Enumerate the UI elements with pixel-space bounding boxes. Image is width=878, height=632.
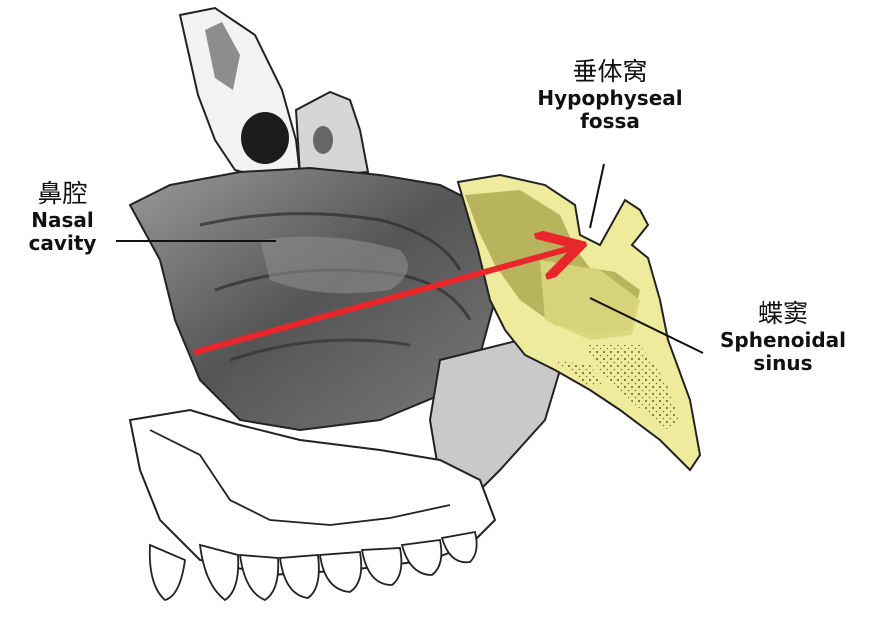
sphenoidal-sinus-pointer — [589, 297, 704, 354]
hypophyseal-fossa-pointer — [589, 163, 605, 229]
teeth — [148, 530, 478, 602]
nasal-cavity-en-2: cavity — [28, 230, 97, 255]
nasal-cavity-label: 鼻腔 Nasal cavity — [10, 179, 115, 255]
sphenoidal-sinus-label: 蝶窦 Sphenoidal sinus — [698, 299, 868, 375]
nasal-cavity-zh: 鼻腔 — [37, 179, 88, 208]
nasal-cavity-region — [128, 166, 497, 432]
sphenoidal-sinus-zh: 蝶窦 — [757, 299, 808, 328]
palate-and-teeth — [128, 408, 497, 602]
nasal-bone — [178, 6, 302, 182]
hypophyseal-fossa-zh: 垂体窝 — [572, 57, 648, 86]
hypophyseal-fossa-en-1: Hypophyseal — [537, 85, 683, 110]
hypophyseal-fossa-label: 垂体窝 Hypophyseal fossa — [510, 57, 710, 133]
nasal-cavity-en-1: Nasal — [31, 207, 94, 232]
red-arrow — [193, 247, 575, 355]
ethmoid-region — [294, 90, 370, 176]
hypophyseal-fossa-en-2: fossa — [580, 108, 640, 133]
sphenoidal-sinus-en-2: sinus — [753, 350, 813, 375]
sphenoidal-sinus-en-1: Sphenoidal — [719, 327, 847, 352]
